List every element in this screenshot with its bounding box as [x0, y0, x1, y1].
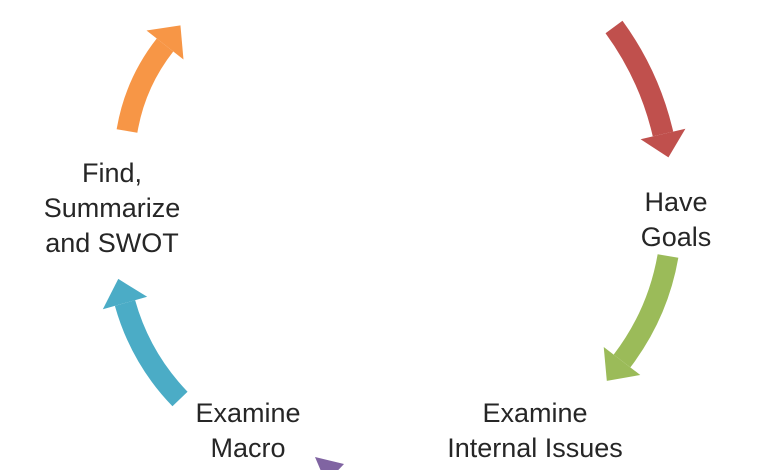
blue-arrow-head [102, 278, 148, 310]
label-have-goals: Have Goals [640, 187, 712, 252]
red-arrow-body [605, 20, 674, 137]
green-arrow [603, 254, 679, 381]
green-arrow-body [613, 254, 679, 368]
red-arrow-head [640, 128, 686, 158]
orange-arrow-body [116, 38, 174, 133]
purple-arrow [315, 457, 344, 470]
orange-arrow [116, 25, 184, 133]
blue-arrow [102, 278, 188, 407]
label-find-summarize-swot: Find, Summarize and SWOT [43, 158, 181, 258]
red-arrow [605, 20, 686, 158]
blue-arrow-body [114, 300, 188, 407]
green-arrow-head [603, 347, 641, 381]
label-examine-macro: Examine Macro [195, 398, 301, 463]
orange-arrow-head [146, 25, 184, 60]
label-examine-internal-issues: Examine Internal Issues [447, 398, 623, 463]
